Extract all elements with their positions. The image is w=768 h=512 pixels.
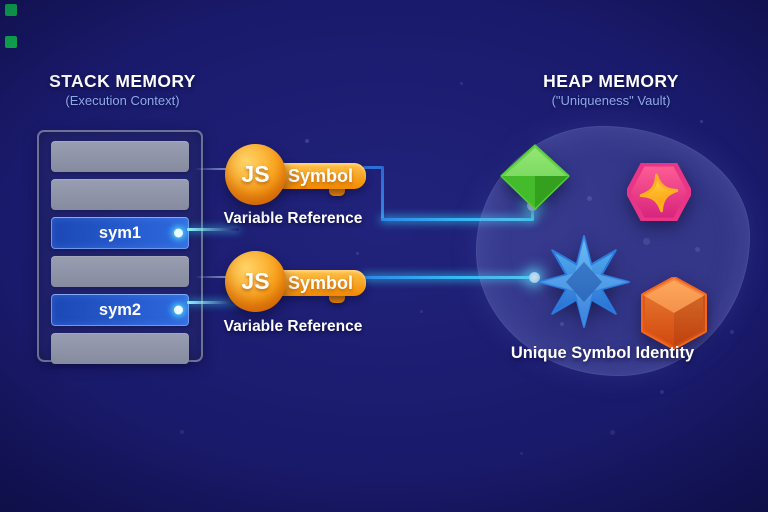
connector-key1-b [381,166,384,221]
stack-slot [51,333,189,364]
green-diamond-icon [500,144,570,210]
particle [180,430,184,434]
js-symbol-key-2: Symbol JS [225,249,375,315]
key-blade: Symbol [275,163,366,189]
particle [660,390,664,394]
key-blade: Symbol [275,270,366,296]
stack-slot [51,141,189,172]
key-head: JS [225,251,286,312]
heap-subtitle: ("Uniqueness" Vault) [551,93,671,108]
particle [520,452,523,455]
magenta-hexagon-star-icon [627,163,691,221]
particle [460,82,463,85]
heap-title: HEAP MEMORY [543,71,679,91]
stack-slot-sym1: sym1 [51,217,189,249]
variable-reference-label-1: Variable Reference [223,210,363,227]
stack-slot [51,256,189,287]
particle [420,310,423,313]
sym2-label: sym2 [98,300,142,319]
variable-reference-label-2: Variable Reference [223,318,363,335]
key-symbol-label: Symbol [287,165,353,186]
heap-caption: Unique Symbol Identity [510,344,695,362]
sym1-label: sym1 [98,223,142,242]
key-head: JS [225,144,286,205]
corner-marker-icon [5,36,17,48]
blue-star-icon [538,235,630,328]
particle [730,330,734,334]
particle [610,430,615,435]
key-js-label: JS [241,161,270,187]
corner-marker-icon [5,4,17,16]
stack-title: STACK MEMORY [49,71,196,91]
key-js-label: JS [241,268,270,294]
js-symbol-key-1: Symbol JS [225,142,375,208]
stack-slot-sym2: sym2 [51,294,189,326]
stack-slot [51,179,189,210]
connector-node-icon [174,305,183,315]
key-symbol-label: Symbol [287,272,353,293]
particle [700,120,703,123]
stack-memory-box: sym1 sym2 [37,130,203,364]
connector-node-icon [174,228,183,238]
stack-subtitle: (Execution Context) [65,93,180,108]
orange-hexagon-icon [641,277,707,349]
